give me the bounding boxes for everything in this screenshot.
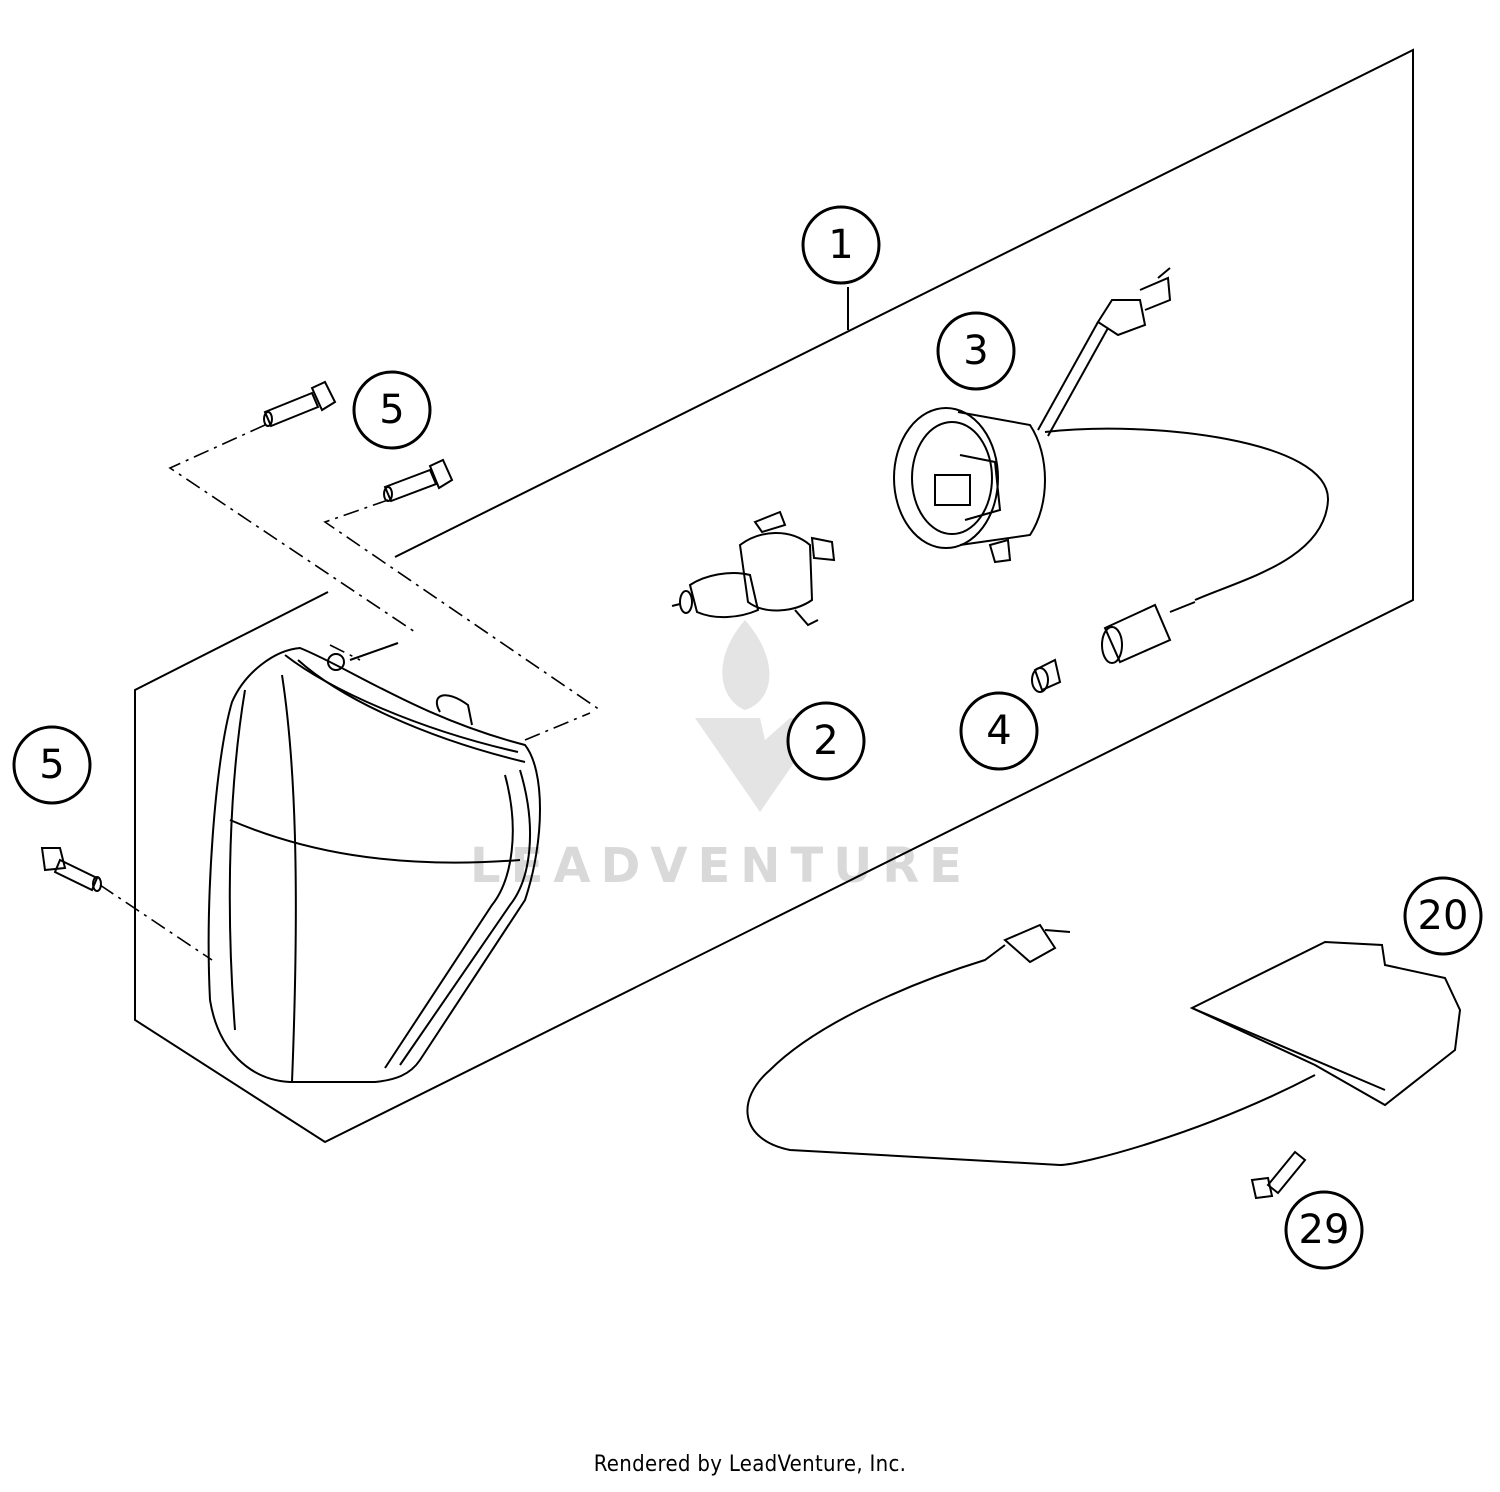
callout-5-upper: 5 — [352, 370, 432, 450]
kit-frame — [134, 48, 1414, 1144]
callout-4-label: 4 — [986, 708, 1011, 754]
bolt-upper-1 — [263, 380, 337, 428]
bolt-lower — [40, 847, 102, 892]
callout-1: 1 — [801, 205, 881, 285]
led-light-unit — [746, 923, 1462, 1167]
headlight-bulb — [671, 510, 836, 627]
callout-20: 20 — [1403, 876, 1483, 956]
headlight-housing — [207, 642, 541, 1083]
callout-29: 29 — [1284, 1190, 1364, 1270]
parking-bulb — [1031, 601, 1196, 693]
callout-1-label: 1 — [828, 222, 853, 268]
callout-20-label: 20 — [1418, 893, 1469, 939]
watermark-text: LEADVENTURE — [470, 838, 972, 894]
callout-2: 2 — [786, 701, 866, 781]
callout-5-lower: 5 — [12, 725, 92, 805]
callout-5-upper-label: 5 — [379, 387, 404, 433]
callout-29-label: 29 — [1299, 1207, 1350, 1253]
bulb-socket — [893, 267, 1330, 601]
callout-3-label: 3 — [963, 328, 988, 374]
rendered-by-footer: Rendered by LeadVenture, Inc. — [593, 1452, 907, 1477]
assembly-lines — [99, 424, 601, 961]
callout-3: 3 — [936, 311, 1016, 391]
watermark-flame-icon — [722, 620, 770, 710]
callout-5-lower-label: 5 — [39, 742, 64, 788]
callout-2-label: 2 — [813, 718, 838, 764]
callout-4: 4 — [959, 691, 1039, 771]
bolt-upper-2 — [383, 458, 454, 503]
screw-29 — [1250, 1150, 1307, 1200]
leadventure-watermark: LEADVENTURE — [470, 620, 972, 894]
